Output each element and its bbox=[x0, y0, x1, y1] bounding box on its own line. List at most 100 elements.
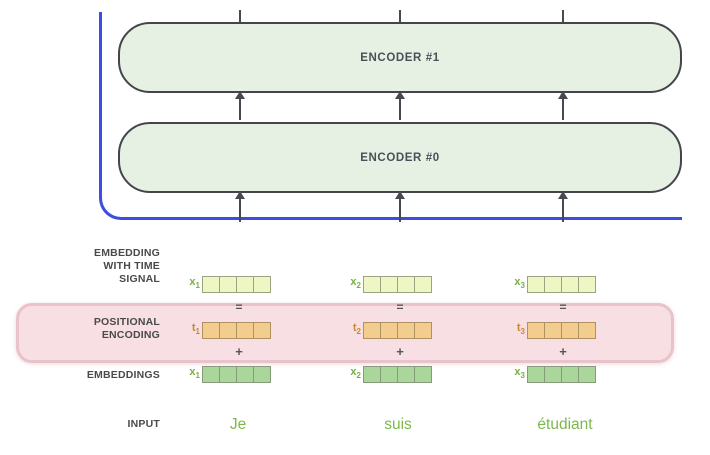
vector-cell bbox=[202, 276, 220, 293]
vector-cell bbox=[578, 322, 596, 339]
vector-cells bbox=[202, 366, 271, 383]
vector-label: x3 bbox=[514, 366, 525, 381]
vector-cell bbox=[253, 276, 271, 293]
vector-cell bbox=[380, 366, 398, 383]
embeddings-row-label: EMBEDDINGS bbox=[0, 369, 160, 382]
vector-cells bbox=[527, 276, 596, 293]
vector-cell bbox=[380, 276, 398, 293]
vector-label: x1 bbox=[189, 366, 200, 381]
vector-label: x2 bbox=[350, 366, 361, 381]
input-row-label: INPUT bbox=[0, 418, 160, 431]
vector-label: t3 bbox=[516, 322, 525, 337]
arrow-tail-icon bbox=[399, 10, 401, 22]
vector-cells bbox=[363, 322, 432, 339]
arrow-tail-icon bbox=[562, 10, 564, 22]
vector-cell bbox=[397, 322, 415, 339]
vector-cell bbox=[544, 322, 562, 339]
vector-cell bbox=[561, 322, 579, 339]
residual-flow-line bbox=[99, 12, 682, 220]
vector-cell bbox=[578, 366, 596, 383]
vector-label: x1 bbox=[189, 276, 200, 291]
input-word: Je bbox=[229, 416, 247, 433]
encoder-1-box: ENCODER #1 bbox=[118, 22, 682, 93]
up-arrow-icon bbox=[234, 91, 246, 120]
vector-cell bbox=[363, 276, 381, 293]
arrow-stem bbox=[239, 97, 241, 120]
up-arrow-icon bbox=[394, 91, 406, 120]
time-signal-vector-3: x3 bbox=[507, 276, 596, 293]
plus-operator: + bbox=[396, 344, 404, 359]
vector-cell bbox=[380, 322, 398, 339]
vector-cell bbox=[544, 276, 562, 293]
up-arrow-icon bbox=[557, 191, 569, 222]
arrow-tail-icon bbox=[239, 10, 241, 22]
arrow-head-icon bbox=[558, 91, 568, 99]
embedding-vector-1: x1 bbox=[182, 366, 271, 383]
vector-cell bbox=[561, 366, 579, 383]
vector-cell bbox=[219, 322, 237, 339]
vector-cell bbox=[202, 322, 220, 339]
vector-cell bbox=[527, 366, 545, 383]
time-signal-row-label: EMBEDDING WITH TIME SIGNAL bbox=[0, 247, 160, 286]
vector-cell bbox=[219, 276, 237, 293]
up-arrow-icon bbox=[557, 91, 569, 120]
vector-cell bbox=[236, 276, 254, 293]
input-word: étudiant bbox=[537, 416, 593, 433]
arrow-stem bbox=[562, 97, 564, 120]
vector-cell bbox=[414, 322, 432, 339]
label-line: EMBEDDING bbox=[94, 247, 160, 259]
vector-cells bbox=[363, 276, 432, 293]
up-arrow-icon bbox=[234, 191, 246, 222]
encoder-0-box: ENCODER #0 bbox=[118, 122, 682, 193]
vector-label: t1 bbox=[191, 322, 200, 337]
vector-cell bbox=[578, 276, 596, 293]
vector-cell bbox=[414, 276, 432, 293]
equals-operator: = bbox=[559, 300, 567, 314]
positional-vector-3: t3 bbox=[507, 322, 596, 339]
vector-cell bbox=[236, 366, 254, 383]
vector-label: x3 bbox=[514, 276, 525, 291]
vector-cells bbox=[527, 322, 596, 339]
time-signal-vector-2: x2 bbox=[343, 276, 432, 293]
vector-cell bbox=[202, 366, 220, 383]
arrow-stem bbox=[399, 97, 401, 120]
label-line: INPUT bbox=[127, 418, 160, 430]
vector-cell bbox=[363, 322, 381, 339]
vector-cell bbox=[561, 276, 579, 293]
input-word: suis bbox=[384, 416, 412, 433]
arrow-stem bbox=[399, 197, 401, 222]
vector-cells bbox=[527, 366, 596, 383]
label-line: EMBEDDINGS bbox=[86, 369, 160, 381]
vector-cell bbox=[397, 366, 415, 383]
label-line: WITH TIME bbox=[103, 260, 160, 272]
equals-operator: = bbox=[235, 300, 243, 314]
vector-cell bbox=[219, 366, 237, 383]
vector-cell bbox=[363, 366, 381, 383]
vector-cell bbox=[236, 322, 254, 339]
arrow-head-icon bbox=[235, 91, 245, 99]
label-line: POSITIONAL bbox=[93, 316, 160, 328]
plus-operator: + bbox=[559, 344, 567, 359]
vector-cell bbox=[253, 322, 271, 339]
vector-cell bbox=[544, 366, 562, 383]
label-line: ENCODING bbox=[101, 329, 160, 341]
equals-operator: = bbox=[396, 300, 404, 314]
vector-cells bbox=[363, 366, 432, 383]
vector-cells bbox=[202, 276, 271, 293]
arrow-head-icon bbox=[558, 191, 568, 199]
time-signal-vector-1: x1 bbox=[182, 276, 271, 293]
positional-vector-2: t2 bbox=[343, 322, 432, 339]
vector-cell bbox=[527, 322, 545, 339]
embedding-vector-3: x3 bbox=[507, 366, 596, 383]
encoder-0-label: ENCODER #0 bbox=[360, 151, 440, 164]
vector-cell bbox=[253, 366, 271, 383]
encoder-1-label: ENCODER #1 bbox=[360, 51, 440, 64]
vector-cell bbox=[414, 366, 432, 383]
vector-cell bbox=[527, 276, 545, 293]
arrow-stem bbox=[239, 197, 241, 222]
arrow-stem bbox=[562, 197, 564, 222]
vector-cells bbox=[202, 322, 271, 339]
arrow-head-icon bbox=[395, 191, 405, 199]
arrow-head-icon bbox=[235, 191, 245, 199]
